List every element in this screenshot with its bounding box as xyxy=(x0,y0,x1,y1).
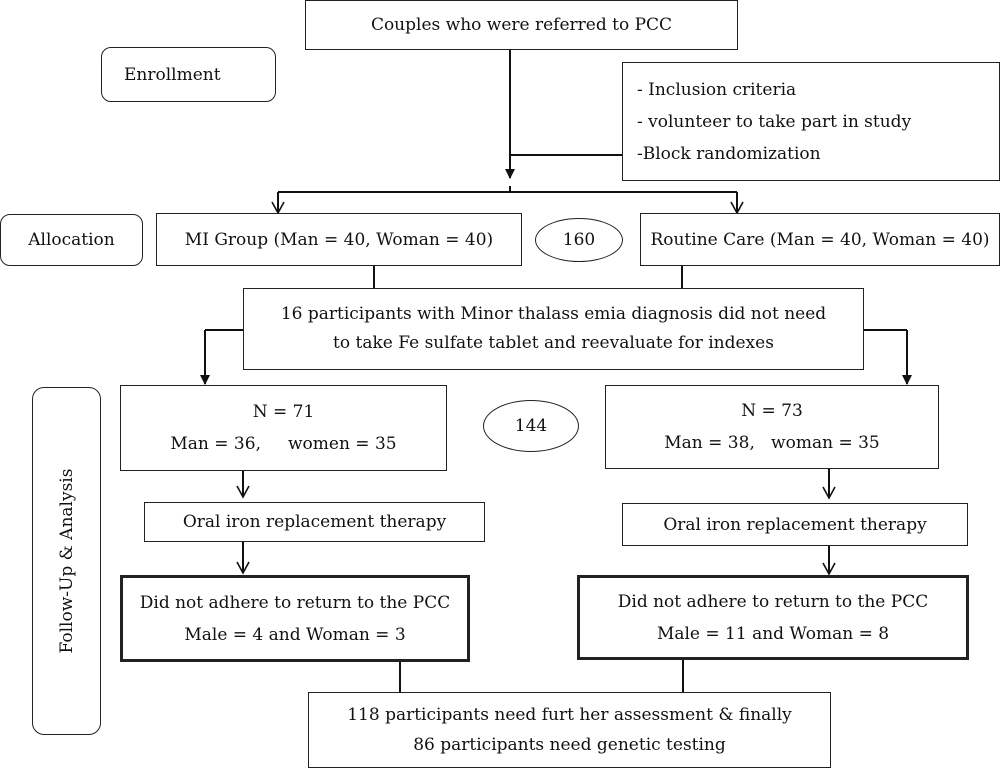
therapy-left-text: Oral iron replacement therapy xyxy=(182,512,447,532)
routine-care-text: Routine Care (Man = 40, Woman = 40) xyxy=(650,229,990,250)
stage-followup-label: Follow-Up & Analysis xyxy=(56,468,77,654)
total-randomized-value: 160 xyxy=(562,230,596,250)
mi-group-text: MI Group (Man = 40, Woman = 40) xyxy=(184,229,494,250)
nonadherence-right-box: Did not adhere to return to the PCC Male… xyxy=(577,575,969,660)
nonadherence-left-box: Did not adhere to return to the PCC Male… xyxy=(120,575,470,662)
final-outcome-box: 118 participants need furt her assessmen… xyxy=(308,692,831,768)
thalassemia-note-box: 16 participants with Minor thalass emia … xyxy=(243,288,864,370)
nonadherence-right-line2: Male = 11 and Woman = 8 xyxy=(656,623,890,644)
nonadherence-left-line2: Male = 4 and Woman = 3 xyxy=(184,624,406,645)
stage-followup: Follow-Up & Analysis xyxy=(32,387,101,735)
thalassemia-note-line: 16 participants with Minor thalass emia … xyxy=(280,304,827,324)
referral-text: Couples who were referred to PCC xyxy=(370,15,673,35)
final-outcome-line: 118 participants need furt her assessmen… xyxy=(347,705,792,725)
nonadherence-right-line1: Did not adhere to return to the PCC xyxy=(617,591,929,612)
rc-followup-n: N = 73 xyxy=(741,401,803,421)
therapy-right-box: Oral iron replacement therapy xyxy=(622,503,968,546)
referral-box: Couples who were referred to PCC xyxy=(305,0,738,50)
criteria-line: - Inclusion criteria xyxy=(637,79,797,100)
mi-followup-box: N = 71 Man = 36, women = 35 xyxy=(120,385,447,471)
thalassemia-note-line: to take Fe sulfate tablet and reevaluate… xyxy=(333,333,774,353)
therapy-right-text: Oral iron replacement therapy xyxy=(663,514,927,535)
total-followup-oval: 144 xyxy=(483,400,579,452)
rc-followup-box: N = 73 Man = 38, woman = 35 xyxy=(605,385,939,469)
mi-followup-n: N = 71 xyxy=(252,402,315,422)
routine-care-box: Routine Care (Man = 40, Woman = 40) xyxy=(640,213,1000,266)
stage-enrollment: Enrollment xyxy=(101,47,276,102)
stage-allocation-label: Allocation xyxy=(28,230,115,250)
mi-group-box: MI Group (Man = 40, Woman = 40) xyxy=(156,213,522,266)
total-randomized-oval: 160 xyxy=(535,218,623,262)
criteria-line: -Block randomization xyxy=(637,143,821,164)
final-outcome-line: 86 participants need genetic testing xyxy=(413,735,726,755)
stage-allocation: Allocation xyxy=(0,214,143,266)
criteria-box: - Inclusion criteria - volunteer to take… xyxy=(622,62,1000,181)
mi-followup-sex: Man = 36, women = 35 xyxy=(170,434,397,454)
criteria-line: - volunteer to take part in study xyxy=(637,111,912,132)
stage-enrollment-label: Enrollment xyxy=(124,64,221,85)
total-followup-value: 144 xyxy=(514,416,548,436)
therapy-left-box: Oral iron replacement therapy xyxy=(144,502,485,542)
nonadherence-left-line1: Did not adhere to return to the PCC xyxy=(139,592,451,613)
rc-followup-sex: Man = 38, woman = 35 xyxy=(664,433,880,453)
